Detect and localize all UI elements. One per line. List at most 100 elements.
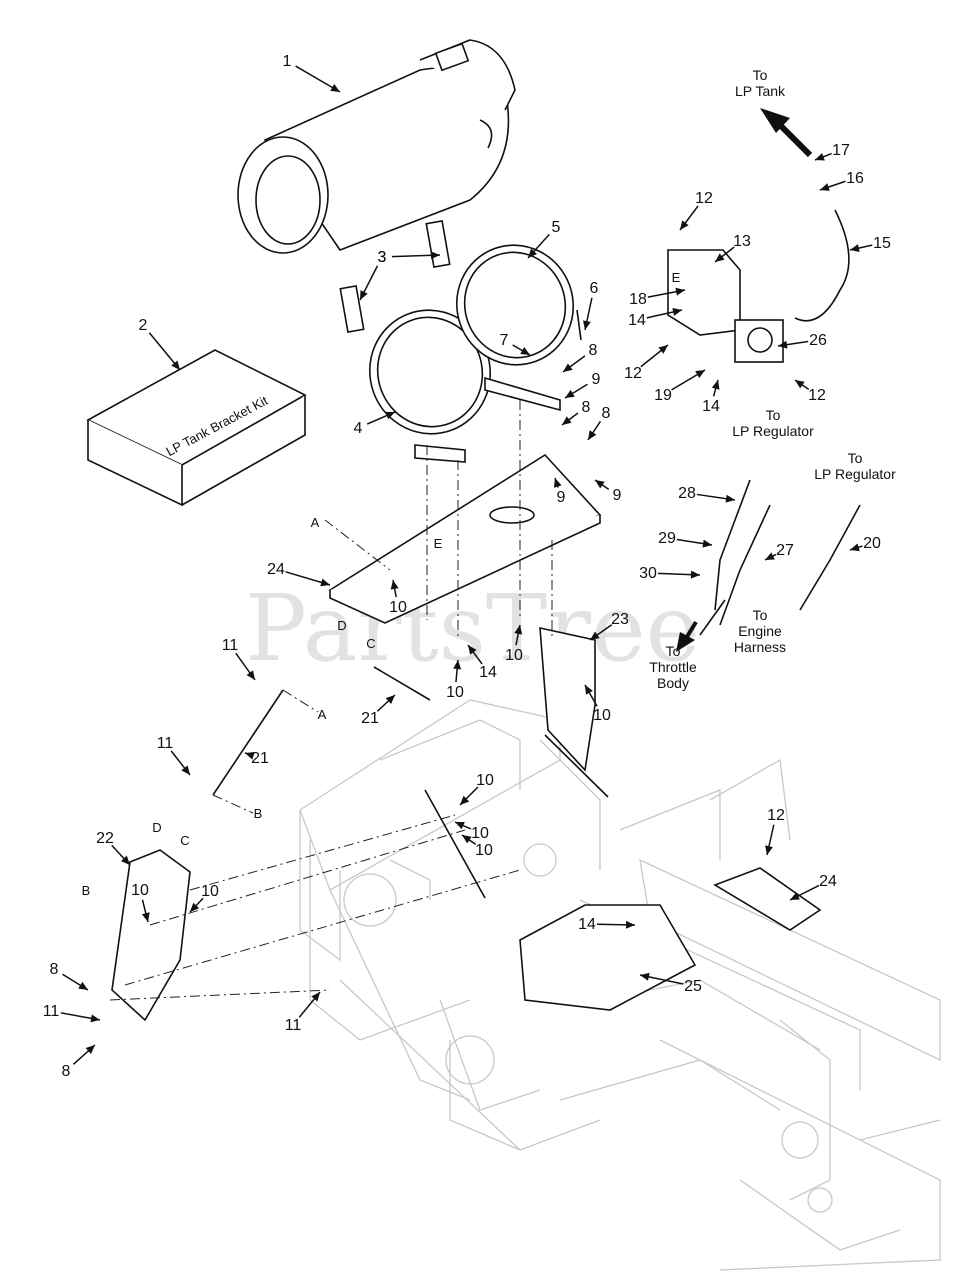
- callout-label: 9: [613, 487, 622, 504]
- reference-letter-e: E: [672, 270, 681, 285]
- lp-tank-bracket-kit-box: LP Tank Bracket Kit: [86, 349, 307, 507]
- callout-1: 1: [283, 53, 341, 93]
- callout-10: 10: [459, 772, 494, 806]
- note-line: LP Regulator: [732, 423, 814, 439]
- callout-27: 27: [764, 542, 794, 561]
- note-line: LP Regulator: [814, 466, 896, 482]
- reference-letter-b: B: [254, 806, 263, 821]
- callout-12: 12: [794, 379, 826, 404]
- callout-arrowhead: [595, 480, 605, 489]
- callout-label: 4: [354, 420, 363, 437]
- callout-arrowhead: [562, 416, 572, 425]
- callout-3: 3: [378, 249, 441, 266]
- callout-label: 25: [684, 978, 702, 995]
- reference-letter-c: C: [366, 636, 375, 651]
- callout-arrowhead: [390, 580, 399, 590]
- callout-label: 10: [505, 647, 523, 664]
- callout-11: 11: [285, 991, 321, 1034]
- callout-arrowhead: [725, 494, 735, 503]
- callout-11: 11: [157, 735, 191, 776]
- callout-label: 2: [139, 317, 148, 334]
- callout-arrowhead: [715, 253, 725, 262]
- callout-10: 10: [446, 659, 464, 701]
- callout-arrowhead: [850, 543, 860, 552]
- callout-14: 14: [467, 644, 497, 681]
- callout-arrowhead: [790, 892, 800, 900]
- callout-19: 19: [654, 369, 706, 404]
- callout-12: 12: [679, 190, 713, 231]
- note-line: Body: [657, 675, 689, 691]
- callout-arrowhead: [468, 645, 477, 655]
- callout-label: 20: [863, 535, 881, 552]
- callout-arrowhead: [320, 578, 330, 587]
- callout-label: 10: [446, 684, 464, 701]
- callout-label: 10: [593, 707, 611, 724]
- reference-letter-b: B: [82, 883, 91, 898]
- callout-label: 10: [471, 825, 489, 842]
- callout-label: 14: [479, 664, 497, 681]
- callout-9: 9: [553, 477, 566, 506]
- watermark: PartsTree: [245, 575, 700, 682]
- callout-label: 9: [557, 489, 566, 506]
- callout-label: 7: [500, 332, 509, 349]
- callout-label: 28: [678, 485, 696, 502]
- note-line: LP Tank: [735, 83, 786, 99]
- tank-bands: [339, 220, 582, 463]
- callout-label: 18: [629, 291, 647, 308]
- callout-arrowhead: [171, 360, 180, 370]
- callout-label: 8: [50, 961, 59, 978]
- callout-label: 27: [776, 542, 794, 559]
- callout-arrowhead: [765, 845, 773, 855]
- callout-arrowhead: [245, 752, 255, 760]
- callout-14: 14: [702, 379, 720, 415]
- reference-letter-a: A: [311, 515, 320, 530]
- callout-10: 10: [189, 883, 219, 913]
- callout-label: 16: [846, 170, 864, 187]
- callout-arrowhead: [820, 183, 830, 191]
- note-line: Harness: [734, 639, 786, 655]
- callout-arrowhead: [711, 380, 720, 390]
- note-line: Engine: [738, 623, 782, 639]
- side-bracket: [111, 849, 191, 1022]
- callout-arrowhead: [563, 363, 573, 372]
- callout-label: 9: [592, 371, 601, 388]
- callout-16: 16: [819, 170, 864, 191]
- callout-label: 3: [378, 249, 387, 266]
- callout-arrowhead: [640, 972, 650, 981]
- callout-10: 10: [584, 684, 611, 724]
- callout-arrowhead: [181, 765, 190, 775]
- callout-label: 8: [62, 1063, 71, 1080]
- callout-label: 26: [809, 332, 827, 349]
- reference-letter-e: E: [434, 536, 443, 551]
- callout-arrowhead: [765, 552, 775, 560]
- callout-arrowhead: [675, 287, 685, 296]
- lp-regulator: [667, 249, 784, 363]
- callout-13: 13: [714, 233, 751, 263]
- callout-label: 10: [201, 883, 219, 900]
- callout-label: 14: [702, 398, 720, 415]
- callout-label: 12: [808, 387, 826, 404]
- callout-12: 12: [624, 344, 669, 382]
- callout-label: 14: [578, 916, 596, 933]
- callout-26: 26: [777, 332, 827, 349]
- direction-arrows: [676, 108, 813, 652]
- callout-23: 23: [589, 611, 629, 641]
- callout-arrowhead: [778, 340, 788, 349]
- callout-arrowhead: [85, 1045, 95, 1054]
- callout-arrowhead: [190, 902, 200, 912]
- callout-arrowhead: [658, 345, 668, 354]
- callout-12: 12: [765, 807, 785, 856]
- callout-24: 24: [789, 873, 837, 901]
- callout-label: 10: [131, 882, 149, 899]
- reference-letter-d: D: [152, 820, 161, 835]
- note-line: To: [753, 67, 768, 83]
- reference-letter-a: A: [318, 707, 327, 722]
- note-line: To: [766, 407, 781, 423]
- callout-11: 11: [43, 1003, 101, 1023]
- callout-arrowhead: [453, 660, 462, 670]
- callout-10: 10: [131, 882, 150, 923]
- callout-11: 11: [222, 637, 256, 681]
